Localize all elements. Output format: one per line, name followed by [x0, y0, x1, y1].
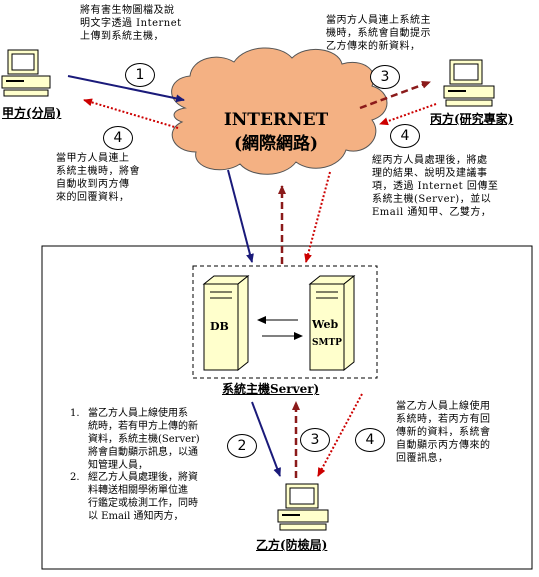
step-4-badge-right: 4: [390, 124, 420, 148]
note-step-4-left: 當甲方人員連上 系統主機時，將會 自動收到丙方傳 來的回覆資料，: [56, 153, 140, 203]
internet-subtitle: (網際網路): [233, 134, 319, 154]
step-1-badge: 1: [125, 63, 155, 87]
db-label: DB: [210, 320, 229, 333]
arrow-a-to-internet: [67, 75, 185, 103]
arrow-internet-to-a: [83, 98, 179, 129]
note-step-4-right: 經丙方人員處理後，將處 理的結果、說明及建議事 項，透過 Internet 回傳…: [372, 155, 499, 218]
party-c-label: 丙方(研究專家): [430, 112, 514, 126]
computer-icon-party-a: [1, 49, 51, 97]
list-item-1-text: 當乙方人員上線使用系 統時，若有甲方上傳的新 資料，系統主機(Server) 將…: [88, 408, 200, 471]
arrow-c-to-internet: [379, 103, 437, 126]
note-step-3-top: 當丙方人員連上系統主 機時，系統會自動提示 乙方傳來的新資料，: [326, 15, 431, 52]
list-item-2-text: 經乙方人員處理後，將資 料轉送相關學術單位進 行鑑定或檢測工作，同時 以 Ema…: [88, 472, 198, 522]
party-b-label: 乙方(防檢局): [256, 538, 328, 552]
computer-icon-party-b: [277, 483, 329, 531]
step-3-badge-top: 3: [370, 65, 400, 89]
internet-cloud: [171, 47, 388, 175]
server-box: [192, 265, 378, 379]
step-3-badge-bottom: 3: [300, 428, 330, 452]
list-item-1-number: 1.: [70, 408, 80, 419]
system-boundary: [41, 245, 533, 570]
arrow-internet-to-server: [227, 169, 254, 263]
step-2-badge: 2: [227, 434, 257, 458]
note-step-1: 將有害生物圖檔及說 明文字透過 Internet 上傳到系統主機，: [80, 5, 182, 42]
web-label: Web: [312, 318, 339, 331]
smtp-label: SMTP: [312, 338, 342, 348]
note-step-4-bottom: 當乙方人員上線使用 系統時，若丙方有回 傳新的資料，系統會 自動顯示丙方傳來的 …: [396, 401, 491, 464]
arrow-server-to-b-dotted: [317, 393, 363, 477]
step-4-badge-left: 4: [103, 126, 133, 150]
arrow-server-to-b: [251, 401, 281, 477]
server-label: 系統主機Server): [222, 382, 320, 396]
db-server-icon: [202, 274, 250, 372]
step-4-badge-bottom: 4: [355, 428, 385, 452]
computer-icon-party-c: [443, 59, 495, 107]
party-a-label: 甲方(分局): [2, 106, 62, 120]
web-server-icon: [308, 274, 356, 372]
list-item-2-number: 2.: [70, 472, 80, 483]
arrow-internet-to-server-dotted: [304, 171, 331, 263]
arrow-internet-to-c: [359, 80, 431, 110]
internet-title: INTERNET: [223, 110, 329, 130]
